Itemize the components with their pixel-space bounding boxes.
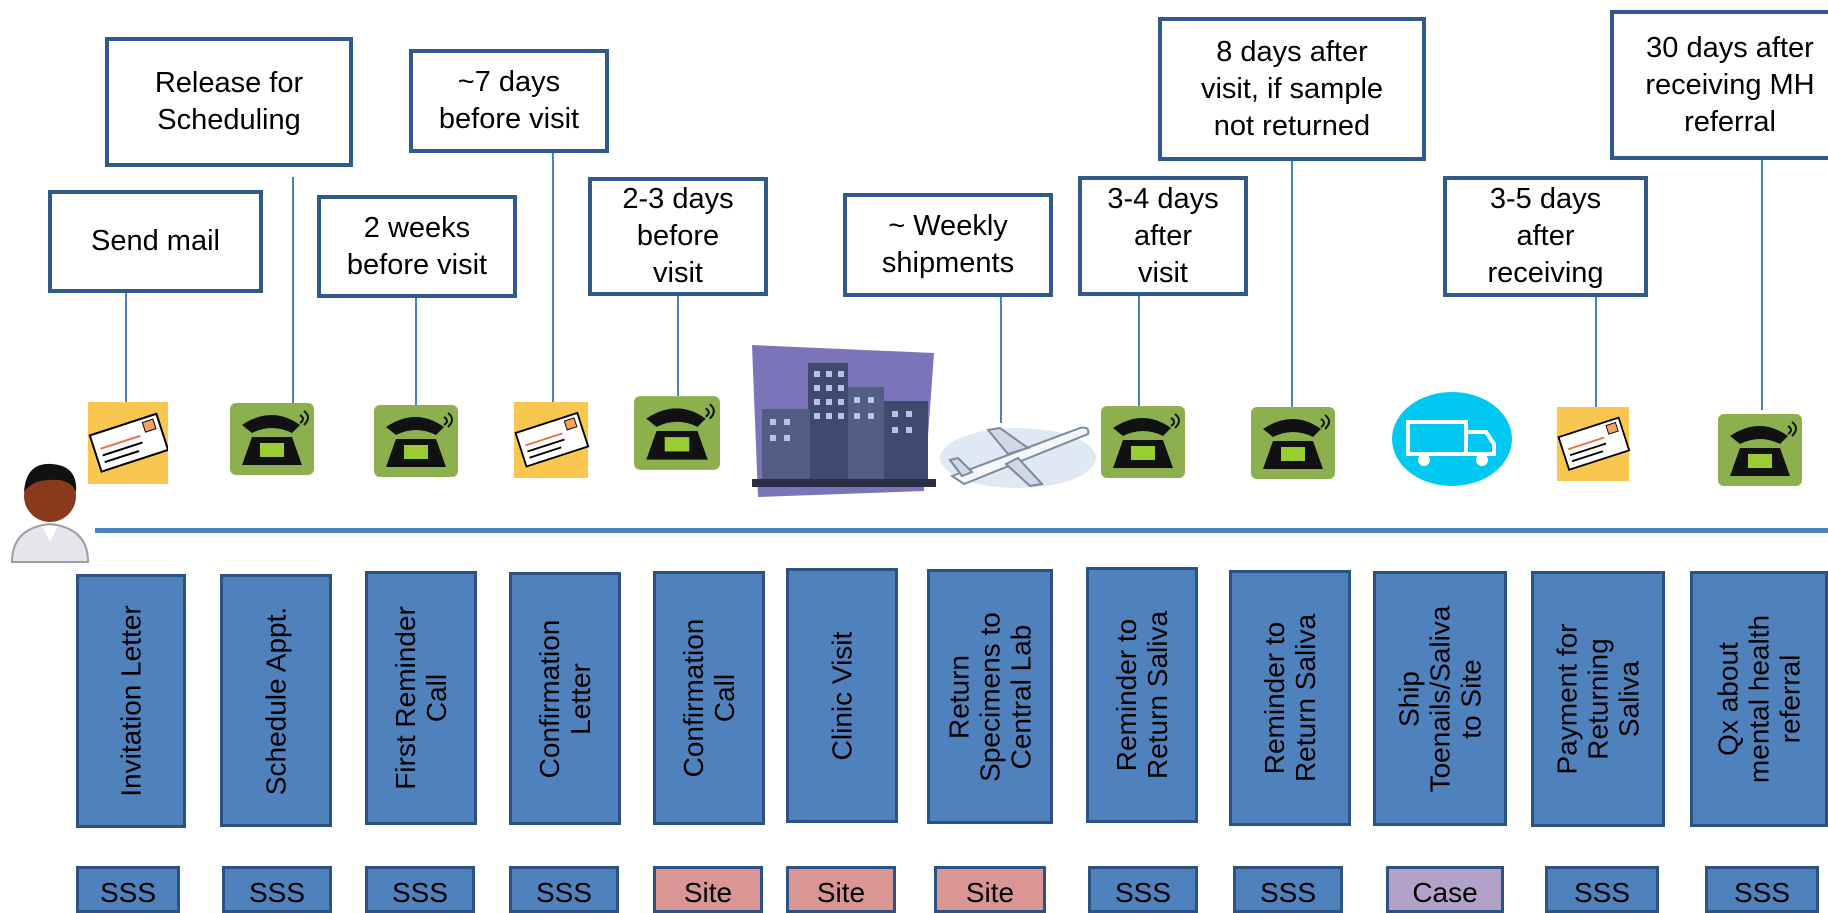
- stem: [1291, 161, 1293, 408]
- step-reminder-saliva-2: Reminder to Return Saliva: [1229, 570, 1351, 826]
- callout-3-4-days: 3-4 days after visit: [1078, 176, 1248, 296]
- phone-icon: [1718, 414, 1802, 486]
- callout-2-3-days: 2-3 days before visit: [588, 177, 768, 296]
- step-label: Reminder to Return Saliva: [1259, 613, 1321, 783]
- responsibility-tag: Site: [653, 866, 763, 913]
- step-ship-toenails: Ship Toenails/Saliva to Site: [1373, 571, 1507, 826]
- step-label: Payment for Returning Saliva: [1551, 623, 1645, 775]
- responsibility-tag: SSS: [365, 866, 475, 913]
- step-clinic-visit: Clinic Visit: [786, 568, 898, 823]
- step-reminder-saliva-1: Reminder to Return Saliva: [1086, 567, 1198, 823]
- letter-icon: [88, 402, 168, 484]
- letter-icon: [1556, 407, 1631, 481]
- stem: [1138, 296, 1140, 408]
- callout-3-5-days: 3-5 days after receiving: [1443, 176, 1648, 297]
- step-label: First Reminder Call: [390, 606, 452, 790]
- responsibility-tag: SSS: [1088, 866, 1198, 913]
- step-confirmation-call: Confirmation Call: [653, 571, 765, 825]
- stem: [677, 296, 679, 396]
- callout-30-days: 30 days after receiving MH referral: [1610, 10, 1828, 160]
- stem: [1000, 297, 1002, 423]
- callout-2-weeks: 2 weeks before visit: [317, 195, 517, 298]
- step-schedule-appt: Schedule Appt.: [220, 574, 332, 827]
- callout-7-days: ~7 days before visit: [409, 49, 609, 153]
- responsibility-tag: SSS: [509, 866, 619, 913]
- stem: [1595, 297, 1597, 409]
- airplane-icon: [940, 426, 1096, 488]
- stem: [415, 298, 417, 408]
- callout-send-mail: Send mail: [48, 190, 263, 293]
- step-label: Invitation Letter: [115, 605, 147, 797]
- step-label: Qx about mental health referral: [1712, 614, 1806, 784]
- step-label: Schedule Appt.: [260, 606, 292, 795]
- step-label: Confirmation Letter: [534, 619, 596, 778]
- phone-icon: [1251, 407, 1335, 479]
- step-label: Clinic Visit: [826, 631, 858, 760]
- responsibility-tag: Site: [786, 866, 896, 913]
- phone-icon: [374, 405, 458, 477]
- phone-icon: [1101, 406, 1185, 478]
- step-label: Reminder to Return Saliva: [1111, 610, 1173, 780]
- callout-8-days: 8 days after visit, if sample not return…: [1158, 17, 1426, 161]
- step-payment-saliva: Payment for Returning Saliva: [1531, 571, 1665, 827]
- step-return-specimens: Return Specimens to Central Lab: [927, 569, 1053, 824]
- stem: [552, 153, 554, 403]
- letter-icon: [513, 402, 590, 478]
- responsibility-tag: SSS: [1233, 866, 1343, 913]
- responsibility-tag: Site: [934, 866, 1046, 913]
- hospital-icon: [752, 345, 936, 497]
- step-label: Confirmation Call: [678, 618, 740, 778]
- responsibility-tag: SSS: [76, 866, 180, 913]
- step-invitation-letter: Invitation Letter: [76, 574, 186, 828]
- person-icon: [10, 463, 90, 563]
- step-qx-mental-health: Qx about mental health referral: [1690, 571, 1828, 827]
- stem: [125, 293, 127, 403]
- step-confirmation-letter: Confirmation Letter: [509, 572, 621, 825]
- stem: [1761, 160, 1763, 410]
- truck-icon: [1392, 392, 1512, 486]
- phone-icon: [230, 403, 314, 475]
- responsibility-tag: SSS: [1705, 866, 1819, 913]
- responsibility-tag: Case: [1386, 866, 1504, 913]
- step-first-reminder-call: First Reminder Call: [365, 571, 477, 825]
- step-label: Return Specimens to Central Lab: [943, 611, 1037, 782]
- callout-release-scheduling: Release for Scheduling: [105, 37, 353, 167]
- callout-weekly: ~ Weekly shipments: [843, 193, 1053, 297]
- stem: [292, 177, 294, 407]
- phone-icon: [634, 396, 720, 470]
- responsibility-tag: SSS: [1545, 866, 1659, 913]
- responsibility-tag: SSS: [222, 866, 332, 913]
- step-label: Ship Toenails/Saliva to Site: [1393, 605, 1487, 792]
- timeline-line: [95, 528, 1828, 533]
